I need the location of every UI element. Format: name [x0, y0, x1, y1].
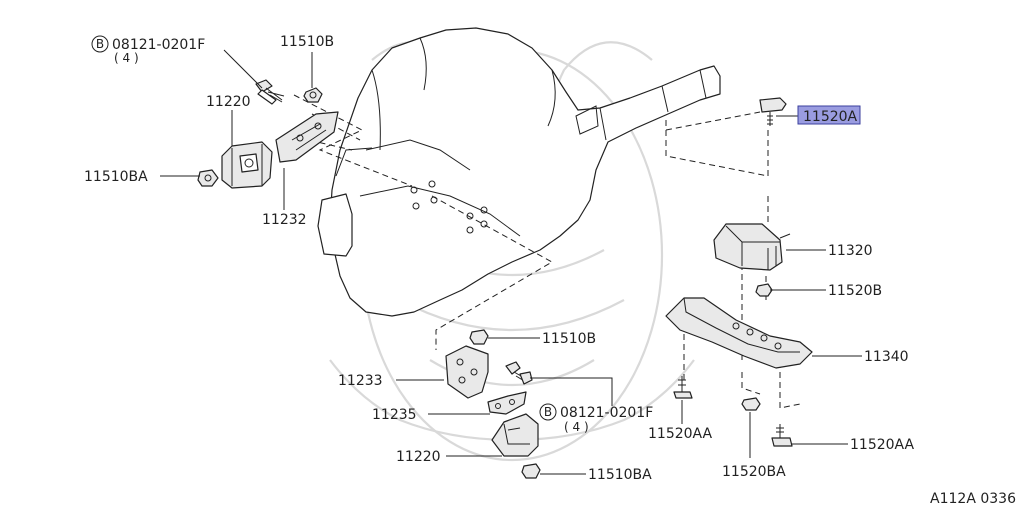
nut-11510B-top-icon[interactable] — [303, 87, 323, 103]
leader-lines — [160, 49, 862, 475]
callout-08121-lower-qty: ( 4 ) — [564, 420, 589, 434]
bolt-11520AA-left-icon[interactable] — [673, 376, 693, 399]
callout-11340[interactable]: 11340 — [864, 349, 909, 365]
engine-transmission-assembly — [317, 27, 721, 317]
callout-11510BA-left[interactable]: 11510BA — [84, 169, 148, 185]
callout-labels: B 08121-0201F ( 4 ) 11510B 11220 11510BA… — [84, 34, 1016, 507]
bolt-11520A-icon[interactable] — [759, 97, 787, 126]
callout-11235[interactable]: 11235 — [372, 407, 417, 423]
highlight-11520A[interactable]: 11520A — [797, 105, 861, 125]
callout-11520AA-left[interactable]: 11520AA — [648, 426, 713, 442]
bolt-badge-top: B — [91, 35, 109, 53]
callout-11220-lower[interactable]: 11220 — [396, 449, 441, 465]
callout-11520AA-right[interactable]: 11520AA — [850, 437, 915, 453]
nut-11510BA-left-icon[interactable] — [197, 169, 219, 187]
callout-11520BA[interactable]: 11520BA — [722, 464, 786, 480]
callout-08121-lower[interactable]: 08121-0201F — [560, 405, 653, 421]
bolt-11520AA-right-icon[interactable] — [771, 424, 793, 447]
right-crossmember-group — [665, 97, 813, 447]
crossmember-11340-icon[interactable] — [665, 297, 813, 369]
callout-11232[interactable]: 11232 — [262, 212, 307, 228]
callout-11320[interactable]: 11320 — [828, 243, 873, 259]
callout-08121-top[interactable]: 08121-0201F — [112, 37, 205, 53]
svg-text:B: B — [96, 37, 104, 51]
callout-11520B[interactable]: 11520B — [828, 283, 882, 299]
callout-08121-top-qty: ( 4 ) — [114, 51, 139, 65]
bolt-08121-top-icon[interactable] — [255, 79, 285, 105]
insulator-11220-top-icon[interactable] — [221, 141, 273, 189]
lower-center-mount — [445, 329, 541, 479]
nut-11510B-lower-icon[interactable] — [469, 329, 489, 345]
callout-11220-top[interactable]: 11220 — [206, 94, 251, 110]
nut-11520BA-icon[interactable] — [741, 397, 761, 411]
nut-11520B-icon[interactable] — [755, 283, 773, 297]
upper-left-mount — [197, 79, 339, 189]
diagram-code: A112A 0336 — [930, 491, 1016, 507]
insulator-11220-lower-icon[interactable] — [491, 413, 539, 457]
plate-11235-icon[interactable] — [487, 391, 527, 415]
callout-11520A[interactable]: 11520A — [803, 109, 858, 125]
callout-11233[interactable]: 11233 — [338, 373, 383, 389]
svg-text:B: B — [544, 405, 552, 419]
mount-11320-icon[interactable] — [713, 223, 791, 271]
bolt-badge-lower: B — [539, 403, 557, 421]
callout-11510B-lower[interactable]: 11510B — [542, 331, 596, 347]
bracket-11232-icon[interactable] — [275, 111, 339, 163]
callout-11510BA-lower[interactable]: 11510BA — [588, 467, 652, 483]
nut-11510BA-lower-icon[interactable] — [521, 463, 541, 479]
callout-11510B-top[interactable]: 11510B — [280, 34, 334, 50]
bolt-08121-lower-icon[interactable] — [505, 361, 533, 385]
bracket-11233-icon[interactable] — [445, 345, 489, 399]
